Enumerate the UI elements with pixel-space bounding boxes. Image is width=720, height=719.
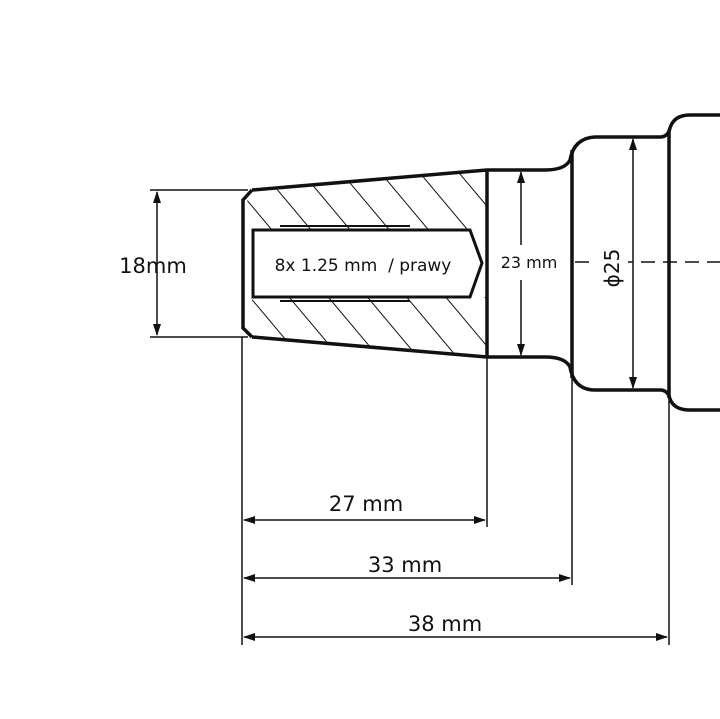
dim-18-label: 18mm <box>119 254 187 278</box>
thread-label: 8x 1.25 mm / prawy <box>275 256 452 276</box>
dim-27-label: 27 mm <box>329 492 403 516</box>
dim-23-label: 23 mm <box>501 253 558 272</box>
extension-lines <box>150 189 670 645</box>
part-outline <box>241 113 720 412</box>
dim-38-label: 38 mm <box>408 612 482 636</box>
dimension-lines <box>153 138 668 641</box>
dim-33-label: 33 mm <box>368 553 442 577</box>
dim-25-label: ϕ25 <box>600 249 624 288</box>
